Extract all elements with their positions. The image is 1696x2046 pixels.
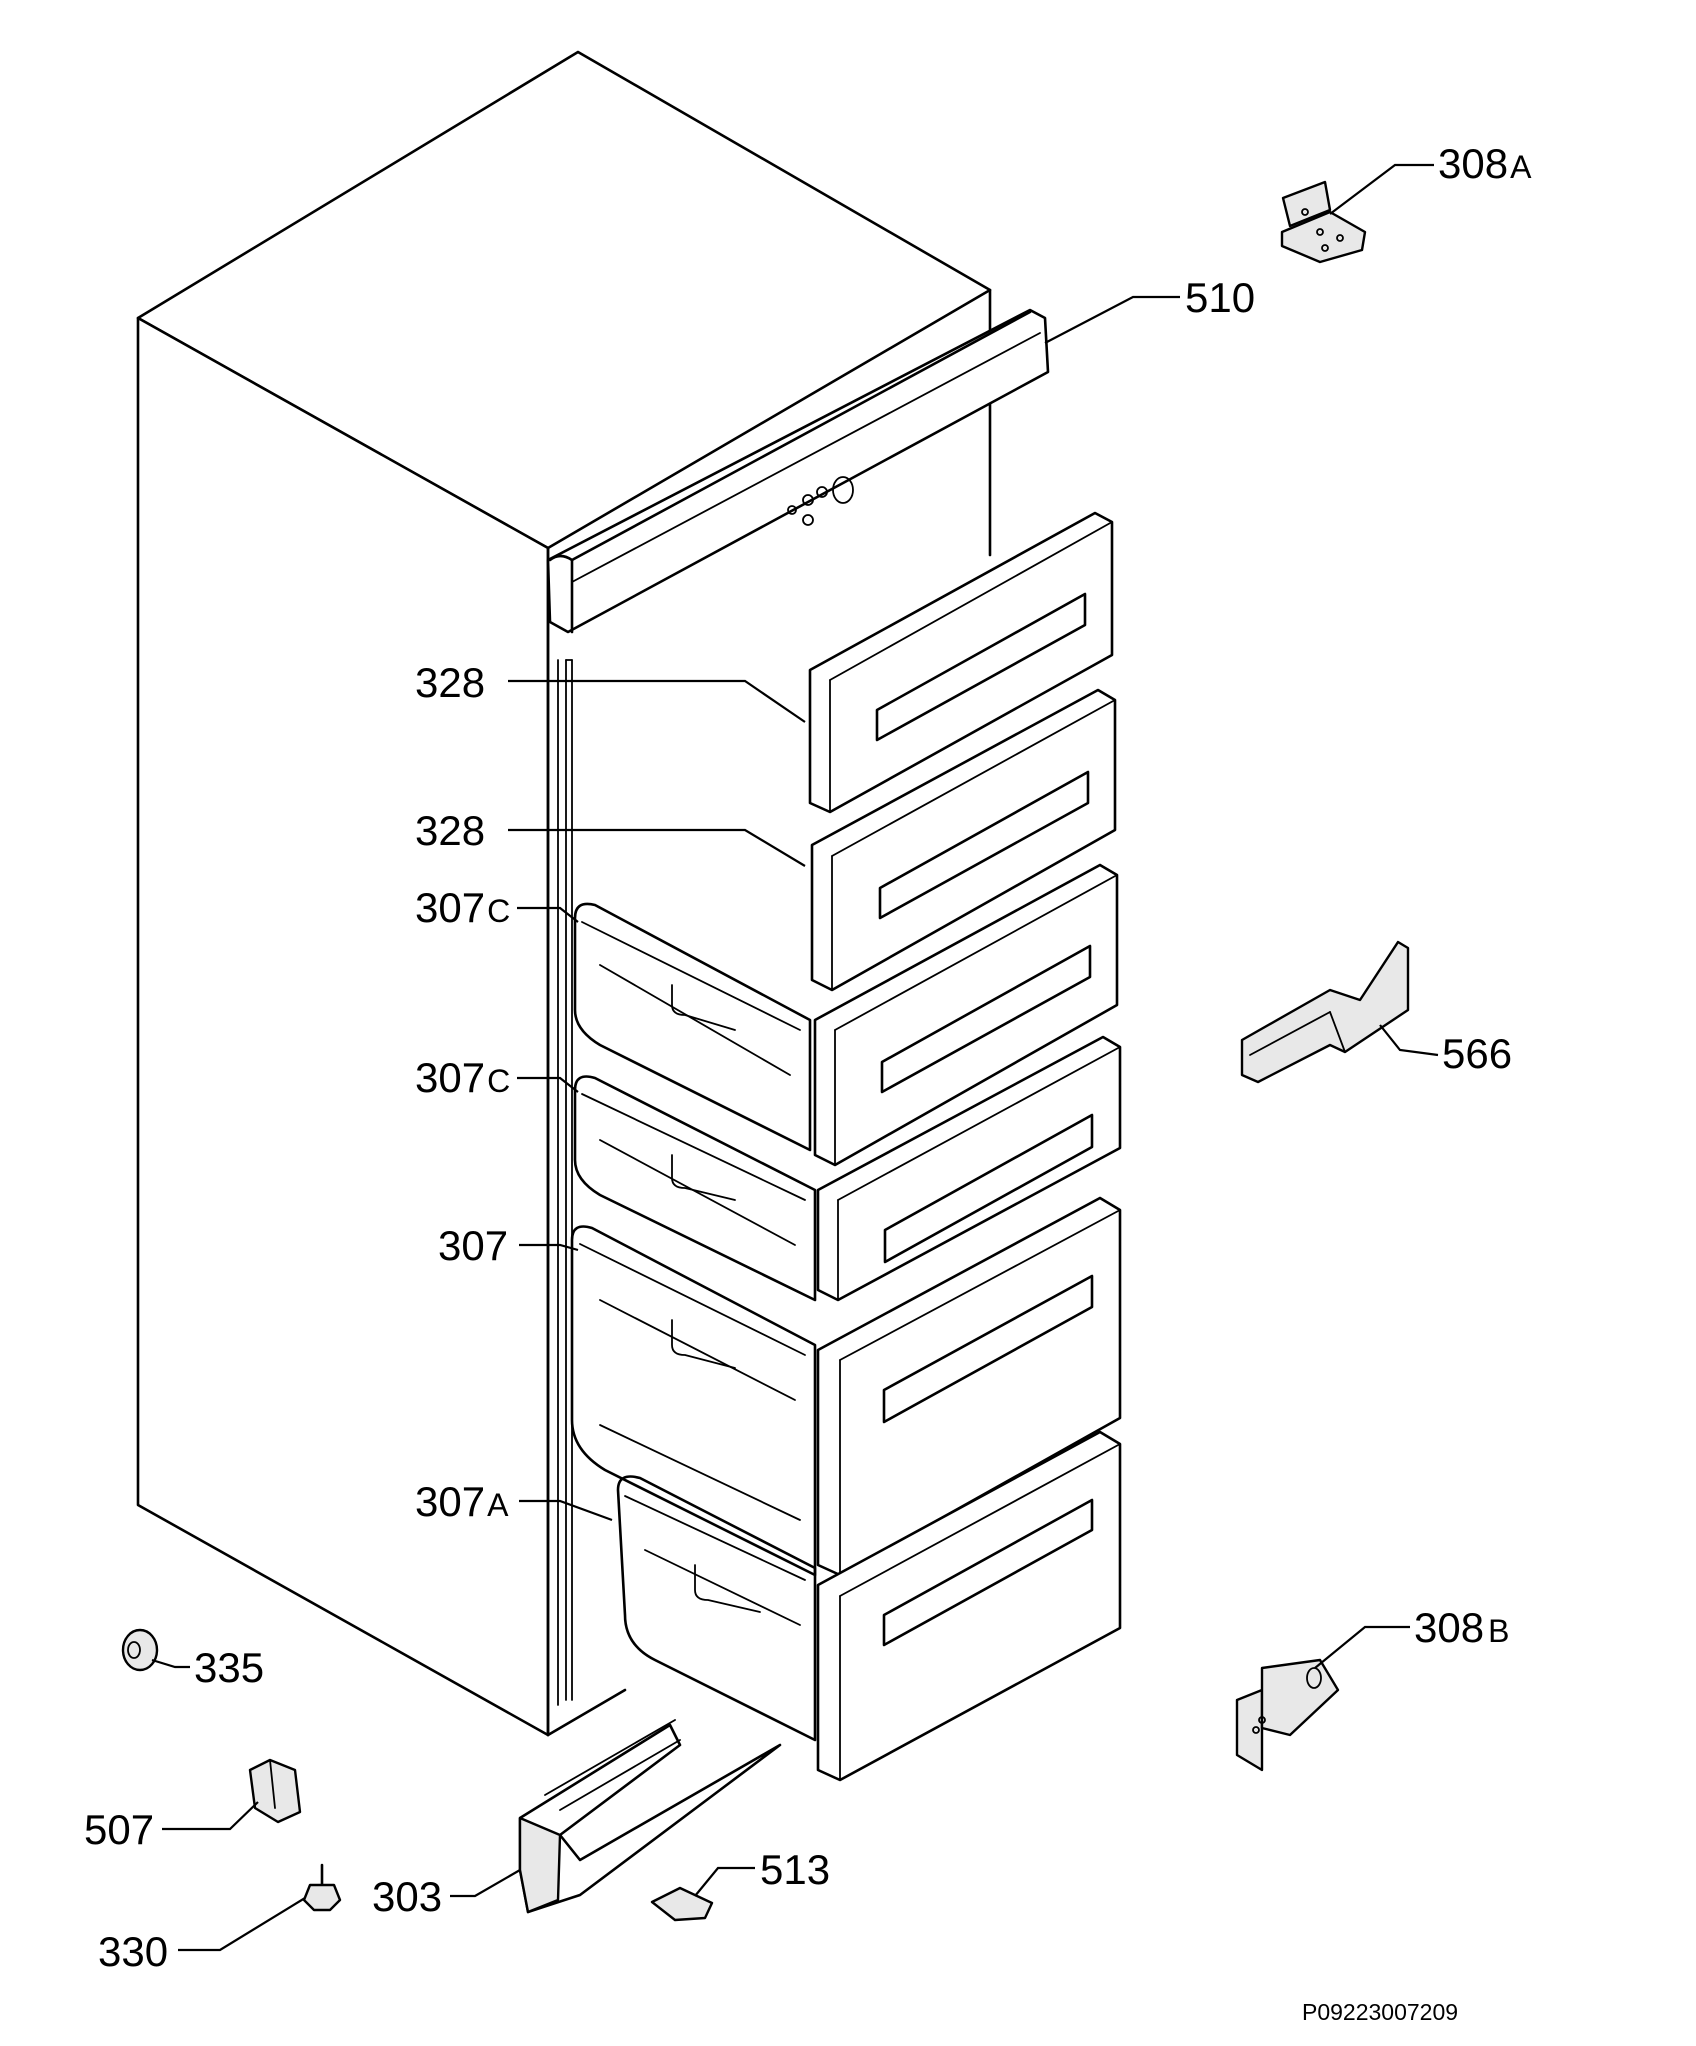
clip-513 (650, 1886, 714, 1922)
clip-566 (1240, 940, 1410, 1084)
freezer-cabinet (136, 50, 992, 1737)
callout-labels: 308A 510 328 328 307C 307C 566 307 307A … (84, 140, 1532, 2025)
hinge-308A (1280, 180, 1367, 264)
callout-307C-lower: 307C (415, 1054, 510, 1101)
drawer-307A (616, 1430, 1122, 1782)
flap-328-lower (810, 688, 1117, 992)
callout-507: 507 (84, 1806, 154, 1853)
plinth-303 (518, 1719, 782, 1914)
drawer-307 (570, 1196, 1122, 1577)
callout-308A: 308A (1438, 140, 1532, 187)
callout-566: 566 (1442, 1030, 1512, 1077)
callout-328-lower: 328 (415, 807, 485, 854)
callout-510: 510 (1185, 274, 1255, 321)
bracket-507 (248, 1758, 302, 1824)
hinge-308B (1235, 1658, 1340, 1772)
callout-335: 335 (194, 1644, 264, 1691)
callout-307C-upper: 307C (415, 884, 510, 931)
callout-307A: 307A (415, 1478, 509, 1525)
leader-lines (151, 163, 1439, 1952)
reference-code: P09223007209 (1302, 1999, 1458, 2025)
callout-513: 513 (760, 1846, 830, 1893)
adjustable-foot-330 (302, 1863, 342, 1912)
callout-330: 330 (98, 1928, 168, 1975)
callout-303: 303 (372, 1873, 442, 1920)
callout-307: 307 (438, 1222, 508, 1269)
drawer-307C-upper (573, 863, 1119, 1167)
flap-328-upper (808, 511, 1114, 814)
drawer-307C-lower (573, 1035, 1122, 1302)
control-panel-510 (546, 308, 1050, 634)
foot-cap-335 (121, 1628, 159, 1672)
callout-328-upper: 328 (415, 659, 485, 706)
